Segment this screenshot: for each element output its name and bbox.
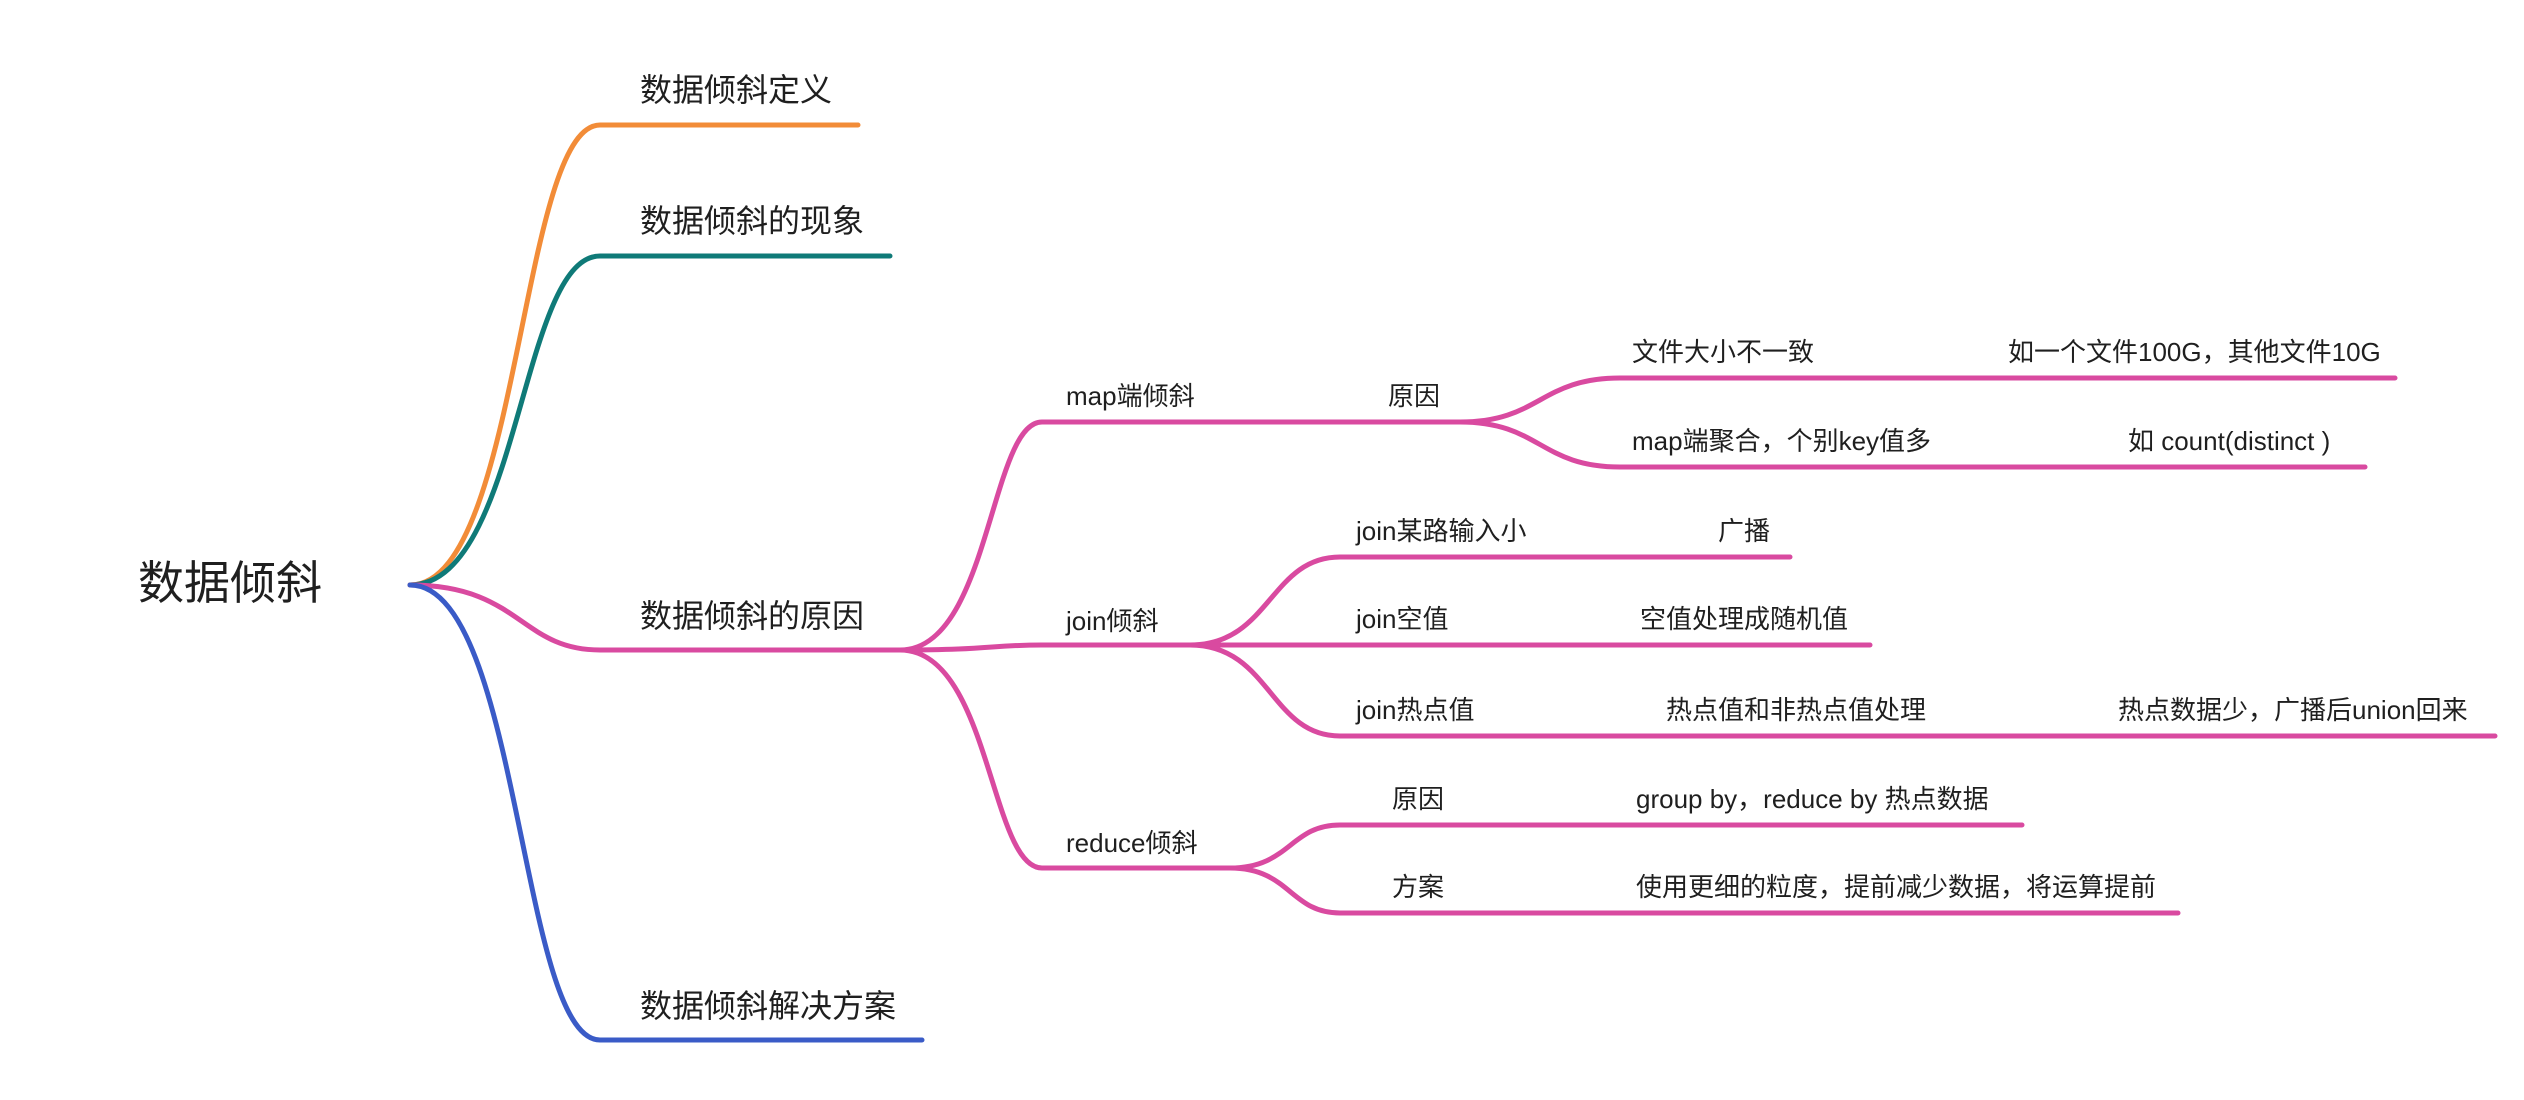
topic-map-agg-example[interactable]: 如 count(distinct ) — [2128, 426, 2331, 456]
topic-small-input-solution[interactable]: 广播 — [1718, 516, 1771, 546]
topic-phenomenon[interactable]: 数据倾斜的现象 — [640, 203, 865, 239]
link-map-skew — [897, 419, 1223, 653]
topic-reduce-plan-detail[interactable]: 使用更细的粒度，提前减少数据，将运算提前 — [1636, 872, 2157, 902]
link-join-skew — [897, 642, 1193, 653]
link-definition — [407, 122, 861, 588]
topic-join-skew[interactable]: join倾斜 — [1066, 606, 1159, 636]
topic-null-value[interactable]: join空值 — [1356, 604, 1449, 634]
topic-hot-value-detail[interactable]: 热点数据少，广播后union回来 — [2118, 695, 2468, 725]
link-small-input — [1187, 554, 1643, 648]
topic-solutions[interactable]: 数据倾斜解决方案 — [640, 988, 897, 1024]
topic-reduce-reason-detail[interactable]: group by，reduce by 热点数据 — [1636, 784, 1989, 814]
topic-causes[interactable]: 数据倾斜的原因 — [640, 598, 865, 634]
topic-map-skew[interactable]: map端倾斜 — [1066, 381, 1195, 411]
root-topic[interactable]: 数据倾斜 — [138, 557, 322, 609]
link-map-agg — [1457, 419, 2003, 470]
topic-null-value-solution[interactable]: 空值处理成随机值 — [1640, 604, 1849, 634]
topic-file-size-example[interactable]: 如一个文件100G，其他文件10G — [2008, 337, 2381, 367]
topic-file-size[interactable]: 文件大小不一致 — [1632, 337, 1815, 367]
link-reduce-skew — [897, 647, 1233, 871]
topic-reduce-reason[interactable]: 原因 — [1392, 784, 1445, 814]
link-phenomenon — [407, 253, 893, 588]
topic-hot-value[interactable]: join热点值 — [1356, 695, 1475, 725]
topic-map-agg[interactable]: map端聚合，个别key值多 — [1632, 426, 1932, 456]
topic-reduce-plan[interactable]: 方案 — [1392, 872, 1445, 902]
topic-small-input[interactable]: join某路输入小 — [1356, 516, 1527, 546]
link-reduce-plan — [1227, 865, 1623, 916]
link-hot-value — [1187, 642, 1643, 739]
topic-definition[interactable]: 数据倾斜定义 — [640, 72, 833, 108]
link-reduce-reason — [1227, 822, 1623, 871]
topic-map-reason[interactable]: 原因 — [1388, 381, 1441, 411]
topic-reduce-skew[interactable]: reduce倾斜 — [1066, 828, 1198, 858]
link-causes — [407, 582, 903, 653]
topic-hot-value-solution[interactable]: 热点值和非热点值处理 — [1666, 695, 1927, 725]
link-solutions — [407, 582, 925, 1043]
link-file-size — [1457, 375, 1963, 425]
